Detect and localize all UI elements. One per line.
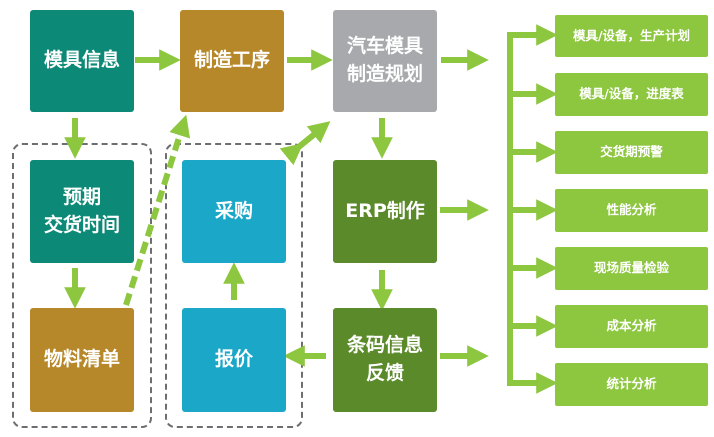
output-cost-analysis: 成本分析 bbox=[555, 305, 708, 348]
quotation-label: 报价 bbox=[214, 348, 253, 371]
output-statistical-analysis-label: 统计分析 bbox=[606, 376, 657, 392]
arrow-bom-to-process-dashed bbox=[123, 114, 191, 306]
manufacturing-process-label: 制造工序 bbox=[193, 49, 270, 72]
output-production-plan-label: 模具/设备，生产计划 bbox=[572, 27, 691, 43]
mold-info-box: 模具信息 bbox=[30, 10, 134, 112]
output-schedule: 模具/设备，进度表 bbox=[555, 73, 708, 116]
purchasing-box: 采购 bbox=[182, 160, 286, 263]
auto-mold-planning-box: 汽车模具 制造规划 bbox=[333, 10, 437, 112]
output-delivery-warning: 交货期预警 bbox=[555, 131, 708, 174]
output-performance-analysis: 性能分析 bbox=[555, 189, 708, 232]
quotation-box: 报价 bbox=[182, 308, 286, 412]
output-production-plan: 模具/设备，生产计划 bbox=[555, 15, 708, 57]
output-cost-analysis-label: 成本分析 bbox=[606, 318, 657, 334]
output-performance-analysis-label: 性能分析 bbox=[606, 202, 657, 218]
erp-box: ERP制作 bbox=[333, 160, 437, 263]
arrow-purchase-to-planning bbox=[279, 121, 331, 166]
manufacturing-process-box: 制造工序 bbox=[180, 10, 284, 112]
estimated-delivery-box: 预期 交货时间 bbox=[30, 160, 134, 263]
purchasing-label: 采购 bbox=[214, 199, 253, 222]
estimated-delivery-label: 预期 交货时间 bbox=[43, 185, 120, 236]
output-statistical-analysis: 统计分析 bbox=[555, 363, 708, 406]
output-quality-inspection: 现场质量检验 bbox=[555, 247, 708, 290]
output-delivery-warning-label: 交货期预警 bbox=[600, 144, 663, 160]
auto-mold-planning-label: 汽车模具 制造规划 bbox=[346, 35, 423, 85]
middle-dashed-group bbox=[165, 143, 303, 428]
mold-info-label: 模具信息 bbox=[43, 49, 120, 72]
bom-box: 物料清单 bbox=[30, 308, 134, 412]
barcode-feedback-box: 条码信息 反馈 bbox=[333, 308, 437, 412]
output-schedule-label: 模具/设备，进度表 bbox=[579, 86, 684, 102]
barcode-feedback-label: 条码信息 反馈 bbox=[346, 334, 423, 384]
erp-label: ERP制作 bbox=[345, 199, 425, 222]
bom-label: 物料清单 bbox=[43, 348, 120, 371]
output-quality-inspection-label: 现场质量检验 bbox=[593, 260, 669, 276]
